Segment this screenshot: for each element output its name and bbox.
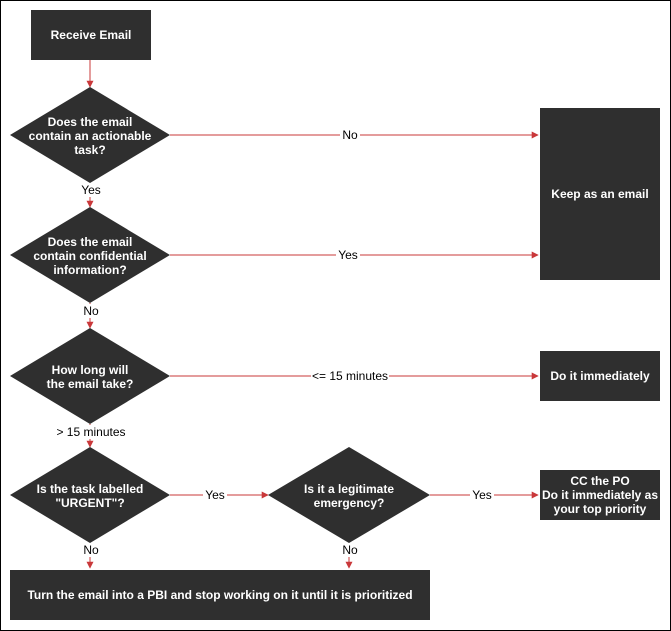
node-text-line: "URGENT"?	[55, 496, 124, 510]
node-make-pbi-text: Turn the email into a PBI and stop worki…	[27, 588, 412, 602]
node-text-line: How long will	[52, 363, 129, 377]
node-text-line: Is it a legitimate	[304, 482, 394, 496]
edge-labels: No Yes Yes No <= 15 minutes > 15 minutes…	[54, 128, 494, 557]
label-long-time: > 15 minutes	[56, 425, 125, 439]
node-text-line: Is the task labelled	[37, 482, 144, 496]
label-urgent-no: No	[83, 543, 99, 557]
node-text-line: CC the PO	[570, 474, 629, 488]
node-text-line: information?	[53, 263, 126, 277]
node-do-immediately: Do it immediately	[540, 351, 660, 401]
node-do-immediately-text: Do it immediately	[550, 369, 650, 383]
label-actionable-no: No	[342, 128, 358, 142]
label-confidential-yes: Yes	[338, 248, 358, 262]
node-receive-email-text: Receive Email	[51, 28, 132, 42]
node-text-line: your top priority	[554, 502, 647, 516]
node-urgent-question: Is the task labelled"URGENT"?	[10, 447, 170, 543]
node-text-line: emergency?	[314, 496, 385, 510]
node-text-line: task?	[74, 143, 105, 157]
label-emergency-no: No	[342, 543, 358, 557]
node-keep-email-text: Keep as an email	[551, 187, 648, 201]
node-text-line: contain an actionable	[29, 129, 152, 143]
label-emergency-yes: Yes	[472, 488, 492, 502]
node-text-line: contain confidential	[33, 249, 146, 263]
node-receive-email: Receive Email	[31, 10, 151, 60]
label-urgent-yes: Yes	[205, 488, 225, 502]
node-text-line: Does the email	[48, 115, 133, 129]
node-make-pbi: Turn the email into a PBI and stop worki…	[10, 570, 430, 620]
node-text-line: the email take?	[47, 377, 134, 391]
node-text-line: Does the email	[48, 235, 133, 249]
label-short-time: <= 15 minutes	[312, 369, 388, 383]
node-urgent-question-text: Is the task labelled"URGENT"?	[37, 482, 144, 510]
label-actionable-yes: Yes	[81, 183, 101, 197]
node-text-line: Do it immediately as	[542, 488, 658, 502]
node-keep-email: Keep as an email	[540, 108, 660, 280]
label-confidential-no: No	[83, 304, 99, 318]
